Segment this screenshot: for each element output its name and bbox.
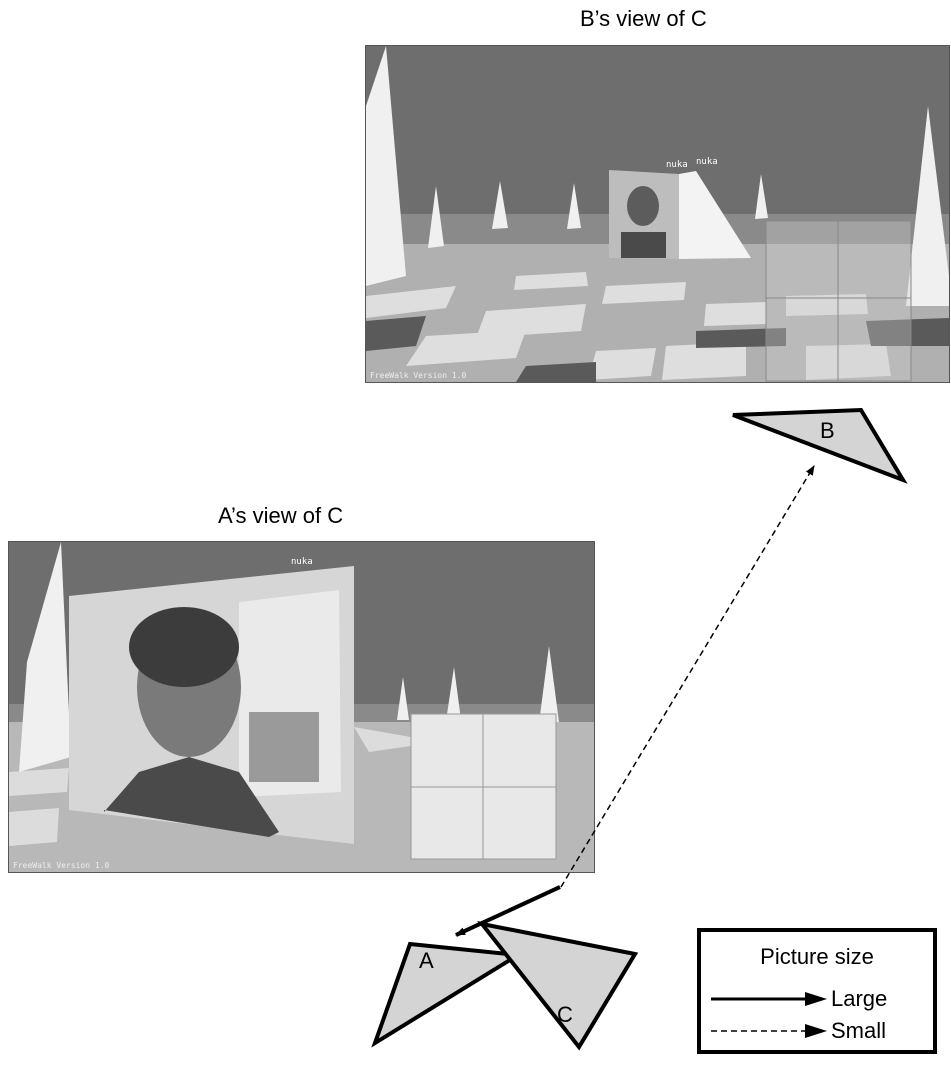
node-a-label: A	[419, 948, 434, 973]
legend-title: Picture size	[701, 944, 933, 970]
legend-box: Picture size Large Small	[697, 928, 937, 1054]
legend-row-small: Small	[701, 1016, 933, 1046]
legend-solid-arrow	[709, 984, 829, 1014]
node-b-triangle	[733, 410, 903, 480]
legend-label-small: Small	[831, 1018, 886, 1044]
node-c-label: C	[557, 1002, 573, 1027]
node-a-triangle	[375, 944, 518, 1043]
legend-row-large: Large	[701, 984, 933, 1014]
link-c-to-b-small	[561, 466, 814, 887]
legend-label-large: Large	[831, 986, 887, 1012]
node-c-triangle	[482, 924, 635, 1047]
legend-dashed-arrow	[709, 1016, 829, 1046]
node-b-label: B	[820, 418, 835, 443]
